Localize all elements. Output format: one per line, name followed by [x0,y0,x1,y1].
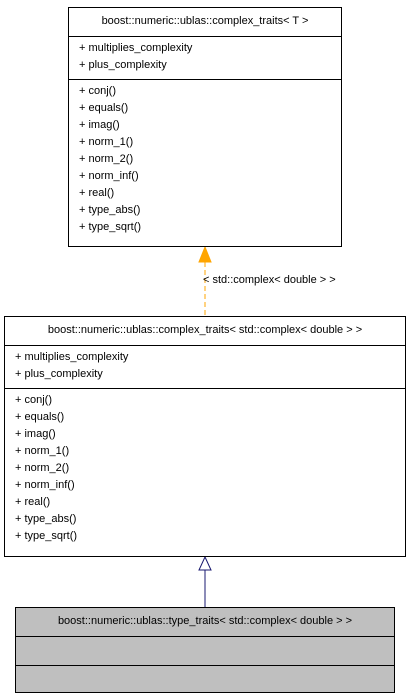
method-item: + norm_1() [79,136,134,148]
method-item: + norm_inf() [15,479,75,491]
attributes-section: + multiplies_complexity + plus_complexit… [69,37,341,79]
method-item: + type_sqrt() [15,530,78,542]
method-item: + conj() [79,85,116,97]
method-item: + type_sqrt() [79,221,142,233]
class-title: boost::numeric::ublas::complex_traits< s… [5,317,405,346]
attribute-item: + plus_complexity [15,368,103,380]
class-title: boost::numeric::ublas::type_traits< std:… [16,608,394,637]
template-instance-arrowhead [198,245,212,263]
method-item: + imag() [15,428,56,440]
method-item: + norm_1() [15,445,70,457]
template-argument-label: < std::complex< double > > [203,274,336,286]
method-item: + conj() [15,394,52,406]
method-item: + real() [79,187,115,199]
attributes-section: + multiplies_complexity + plus_complexit… [5,346,405,388]
method-item: + type_abs() [15,513,77,525]
attributes-section [16,637,394,665]
methods-section: + conj() + equals() + imag() + norm_1() … [69,79,341,236]
method-item: + real() [15,496,51,508]
method-item: + equals() [15,411,65,423]
class-box-type-traits-complex-double[interactable]: boost::numeric::ublas::type_traits< std:… [15,607,395,693]
method-item: + norm_2() [15,462,70,474]
inheritance-arrowhead [198,555,212,571]
methods-section: + conj() + equals() + imag() + norm_1() … [5,388,405,545]
class-box-complex-traits-complex-double[interactable]: boost::numeric::ublas::complex_traits< s… [4,316,406,557]
method-item: + imag() [79,119,120,131]
method-item: + norm_inf() [79,170,139,182]
method-item: + equals() [79,102,129,114]
methods-section [16,665,394,692]
attribute-item: + multiplies_complexity [79,42,193,54]
method-item: + norm_2() [79,153,134,165]
class-box-complex-traits-template[interactable]: boost::numeric::ublas::complex_traits< T… [68,7,342,247]
attribute-item: + multiplies_complexity [15,351,129,363]
attribute-item: + plus_complexity [79,59,167,71]
class-title: boost::numeric::ublas::complex_traits< T… [69,8,341,37]
method-item: + type_abs() [79,204,141,216]
